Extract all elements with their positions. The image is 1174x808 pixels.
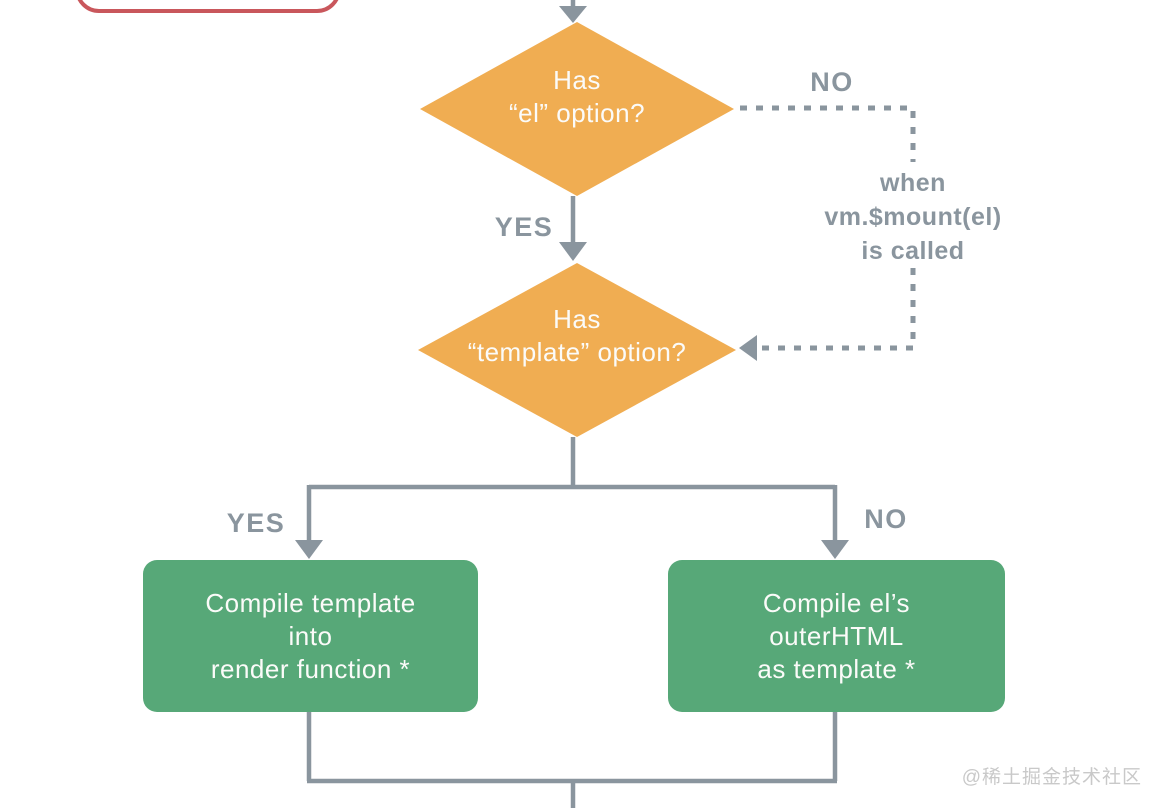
process-label-line: into (288, 620, 333, 651)
diamond-label-line: “template” option? (467, 337, 687, 367)
diamond-label-line: Has (553, 304, 601, 334)
node-previous-step-partial (75, 0, 341, 13)
edge-label-yes-bottom: YES (226, 508, 286, 538)
process-label-line: as template * (757, 653, 916, 684)
node-compile-outerhtml-box: Compile el’s outerHTML as template * (668, 560, 1005, 712)
diamond-shape (418, 263, 736, 437)
mount-note: when vm.$mount(el) is called (798, 166, 1028, 268)
node-has-el-label: Has “el” option? (420, 10, 734, 184)
mount-note-line: when (880, 169, 946, 197)
edge-split-right-arrowhead (821, 540, 849, 559)
edge-entry-arrowhead (559, 6, 587, 23)
node-has-template-diamond: Has “template” option? (418, 263, 736, 437)
edge-no-dashed-line (740, 105, 916, 162)
process-label-line: Compile template (205, 587, 416, 618)
edge-mount-arrowhead (739, 335, 757, 361)
node-compile-template-box: Compile template into render function * (143, 560, 478, 712)
diamond-shape (420, 22, 734, 196)
edge-mount-dashed-line (757, 268, 916, 351)
edge-yes-arrowhead (559, 242, 587, 261)
edge-label-no-top: NO (810, 67, 854, 97)
process-label-line: Compile el’s (762, 587, 911, 618)
process-label-line: outerHTML (769, 620, 904, 651)
edge-split-left-arrowhead (295, 540, 323, 559)
edge-label-yes-top: YES (494, 212, 554, 242)
edge-label-no-bottom: NO (864, 504, 908, 534)
diamond-label-line: “el” option? (508, 98, 646, 128)
process-label-line: render function * (210, 653, 411, 684)
node-has-template-label: Has “template” option? (418, 249, 736, 423)
diamond-label-line: Has (553, 65, 601, 95)
watermark: @稀土掘金技术社区 (961, 767, 1142, 788)
node-has-el-diamond: Has “el” option? (420, 22, 734, 196)
mount-note-line: is called (861, 237, 965, 265)
mount-note-line: vm.$mount(el) (824, 203, 1002, 231)
